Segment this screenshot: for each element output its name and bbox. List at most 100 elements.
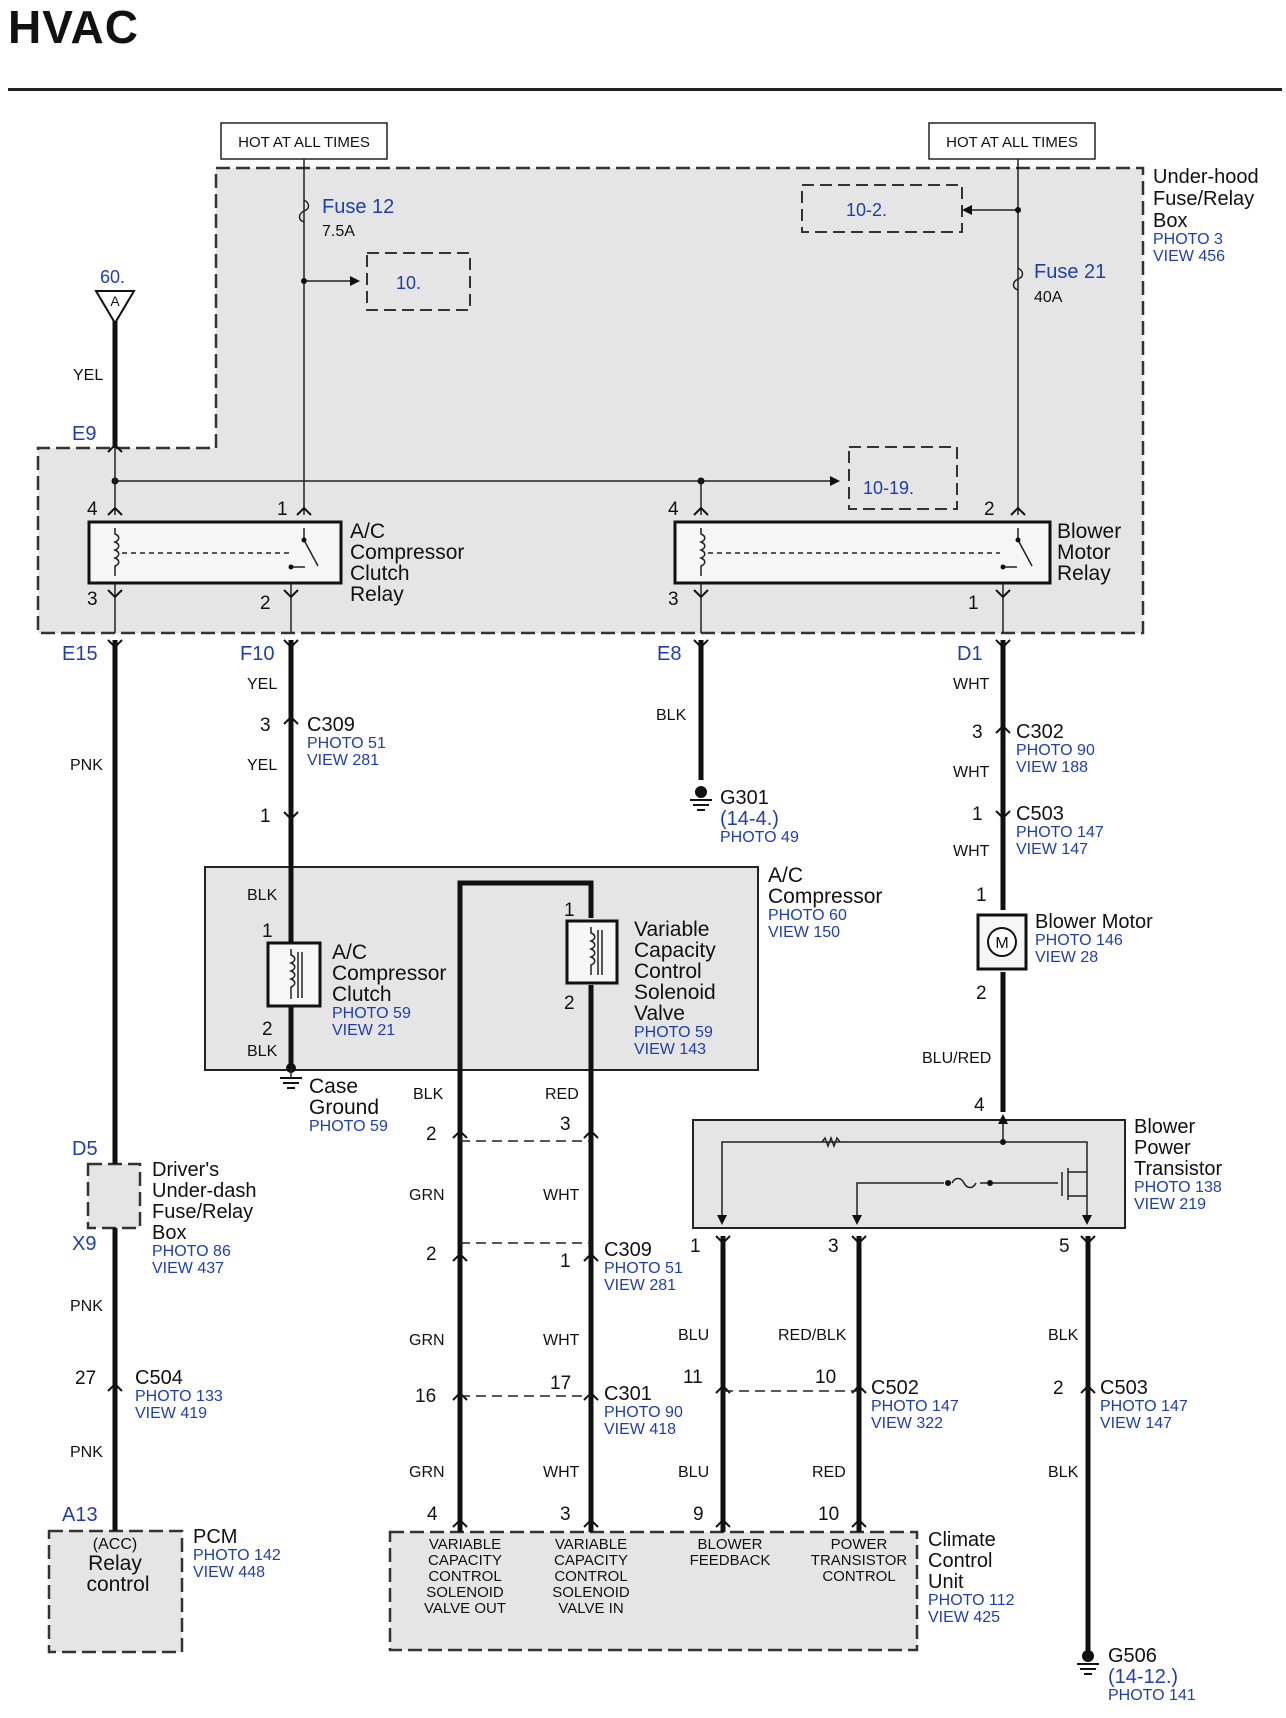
pcm-view[interactable]: VIEW 448 xyxy=(193,1564,265,1581)
c309-top-pin-a: 3 xyxy=(260,715,271,736)
ac-relay-pin-2: 2 xyxy=(260,593,271,614)
terminal-x9: X9 xyxy=(72,1233,96,1255)
wire-label: PNK xyxy=(70,1298,103,1315)
transistor-pin-4: 4 xyxy=(974,1095,985,1116)
ccu-label-vc-in-5: VALVE IN xyxy=(558,1600,623,1617)
c309-top-view[interactable]: VIEW 281 xyxy=(307,752,379,769)
ccu-label-feedback-2: FEEDBACK xyxy=(690,1552,771,1569)
c302-photo[interactable]: PHOTO 90 xyxy=(1016,742,1095,759)
pcm-inner-3: control xyxy=(86,1573,149,1596)
wire-label: RED xyxy=(812,1464,846,1481)
ref-10-2[interactable]: 10-2. xyxy=(846,200,887,220)
drivers-box-outline xyxy=(86,1162,142,1230)
fuse12-rating: 7.5A xyxy=(322,223,355,240)
transistor-photo[interactable]: PHOTO 138 xyxy=(1134,1179,1222,1196)
c503-bot-pin: 2 xyxy=(1053,1378,1064,1399)
c309-mid-pin-a: 2 xyxy=(426,1244,437,1265)
terminal-e9: E9 xyxy=(72,423,96,445)
c503-bot-view[interactable]: VIEW 147 xyxy=(1100,1415,1172,1432)
c301-pin-a: 16 xyxy=(415,1386,436,1407)
g301-ref[interactable]: (14-4.) xyxy=(720,808,779,830)
c309-top-name: C309 xyxy=(307,714,355,736)
compressor-photo[interactable]: PHOTO 60 xyxy=(768,907,847,924)
underhood-photo[interactable]: PHOTO 3 xyxy=(1153,231,1223,248)
c301-view[interactable]: VIEW 418 xyxy=(604,1421,676,1438)
c503-top-view[interactable]: VIEW 147 xyxy=(1016,841,1088,858)
c309-mid-pin-b: 1 xyxy=(560,1251,571,1272)
case-ground-photo[interactable]: PHOTO 59 xyxy=(309,1118,388,1135)
wire-label: PNK xyxy=(70,1444,103,1461)
c502-photo[interactable]: PHOTO 147 xyxy=(871,1398,959,1415)
ccu-pin-10: 10 xyxy=(818,1504,839,1525)
ref-60[interactable]: 60. xyxy=(100,267,125,287)
wire-label: BLU xyxy=(678,1464,709,1481)
wire-label: BLK xyxy=(247,1043,278,1060)
wire-label: BLK xyxy=(656,707,687,724)
vc-valve-pin-top: 1 xyxy=(564,900,575,921)
clutch-photo[interactable]: PHOTO 59 xyxy=(332,1005,411,1022)
c504-view[interactable]: VIEW 419 xyxy=(135,1405,207,1422)
transistor-name-2: Power xyxy=(1134,1137,1191,1159)
transistor-name-1: Blower xyxy=(1134,1116,1195,1138)
wire-label: BLK xyxy=(1048,1464,1079,1481)
title-rule xyxy=(8,88,1282,91)
g506-photo[interactable]: PHOTO 141 xyxy=(1108,1687,1196,1704)
c309-mid-view[interactable]: VIEW 281 xyxy=(604,1277,676,1294)
terminal-a13: A13 xyxy=(62,1504,98,1526)
compressor-view[interactable]: VIEW 150 xyxy=(768,924,840,941)
ccu-label-vc-out-1: VARIABLE xyxy=(429,1536,501,1553)
pcm-photo[interactable]: PHOTO 142 xyxy=(193,1547,281,1564)
ccu-pin-3: 3 xyxy=(560,1504,571,1525)
ccu-label-vc-out-4: SOLENOID xyxy=(426,1584,504,1601)
blower-motor-photo[interactable]: PHOTO 146 xyxy=(1035,932,1123,949)
blower-motor-view[interactable]: VIEW 28 xyxy=(1035,949,1098,966)
c503-top-photo[interactable]: PHOTO 147 xyxy=(1016,824,1104,841)
ref-10[interactable]: 10. xyxy=(396,273,421,293)
page-title: HVAC xyxy=(8,1,139,53)
ccu-view[interactable]: VIEW 425 xyxy=(928,1609,1000,1626)
drivers-box-name-1: Driver's xyxy=(152,1159,219,1181)
clutch-name-1: A/C xyxy=(332,941,367,964)
fuse12-icon xyxy=(298,199,310,223)
drivers-box-name-2: Under-dash xyxy=(152,1180,257,1202)
underhood-name-1: Under-hood xyxy=(1153,166,1259,188)
blower-relay-pin-3: 3 xyxy=(668,589,679,610)
c502-view[interactable]: VIEW 322 xyxy=(871,1415,943,1432)
c302-pin: 3 xyxy=(972,722,983,743)
wire-label: GRN xyxy=(409,1464,445,1481)
drivers-box-view[interactable]: VIEW 437 xyxy=(152,1260,224,1277)
case-ground-name-2: Ground xyxy=(309,1096,379,1119)
pcm-inner-2: Relay xyxy=(88,1552,142,1575)
c302-view[interactable]: VIEW 188 xyxy=(1016,759,1088,776)
c301-pin-b: 17 xyxy=(550,1373,571,1394)
transistor-panel xyxy=(692,1119,1126,1229)
g301-photo[interactable]: PHOTO 49 xyxy=(720,829,799,846)
hot-label-left: HOT AT ALL TIMES xyxy=(238,134,370,151)
clutch-name-2: Compressor xyxy=(332,962,446,985)
drivers-box-name-4: Box xyxy=(152,1222,186,1244)
vc-valve-view[interactable]: VIEW 143 xyxy=(634,1041,706,1058)
wire-label: PNK xyxy=(70,757,103,774)
c503-top-name: C503 xyxy=(1016,803,1064,825)
terminal-d5: D5 xyxy=(72,1138,98,1160)
c309-mid-photo[interactable]: PHOTO 51 xyxy=(604,1260,683,1277)
vc-valve-photo[interactable]: PHOTO 59 xyxy=(634,1024,713,1041)
c503-bot-photo[interactable]: PHOTO 147 xyxy=(1100,1398,1188,1415)
blower-relay-name-3: Relay xyxy=(1057,562,1111,585)
c301-photo[interactable]: PHOTO 90 xyxy=(604,1404,683,1421)
c504-photo[interactable]: PHOTO 133 xyxy=(135,1388,223,1405)
underhood-name-3: Box xyxy=(1153,210,1187,232)
wire-label: RED/BLK xyxy=(778,1327,847,1344)
wire-label: BLK xyxy=(247,887,278,904)
underhood-view[interactable]: VIEW 456 xyxy=(1153,248,1225,265)
ccu-photo[interactable]: PHOTO 112 xyxy=(928,1592,1015,1609)
blower-motor-pin-top: 1 xyxy=(976,885,987,906)
c309-top-photo[interactable]: PHOTO 51 xyxy=(307,735,386,752)
clutch-view[interactable]: VIEW 21 xyxy=(332,1022,395,1039)
g506-ref[interactable]: (14-12.) xyxy=(1108,1666,1178,1688)
ref-10-19[interactable]: 10-19. xyxy=(863,478,914,498)
transistor-view[interactable]: VIEW 219 xyxy=(1134,1196,1206,1213)
ac-relay-name-2: Compressor xyxy=(350,541,464,564)
transistor-pin-5: 5 xyxy=(1059,1236,1070,1257)
drivers-box-photo[interactable]: PHOTO 86 xyxy=(152,1243,231,1260)
